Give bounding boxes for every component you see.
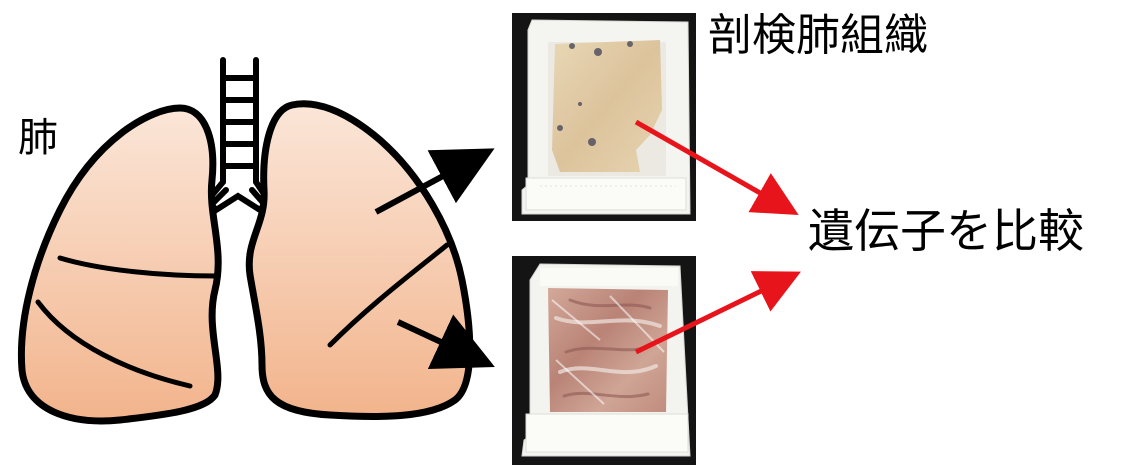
lung-label: 肺 <box>18 118 58 158</box>
upper-tissue-cassette-photo <box>512 13 696 221</box>
lung-illustration <box>21 60 484 421</box>
autopsy-lung-tissue-label: 剖検肺組織 <box>708 14 928 58</box>
right-lung <box>249 104 470 417</box>
compare-genes-label: 遺伝子を比較 <box>808 208 1084 254</box>
trachea <box>208 60 268 210</box>
lower-tissue-cassette-photo <box>512 256 696 465</box>
